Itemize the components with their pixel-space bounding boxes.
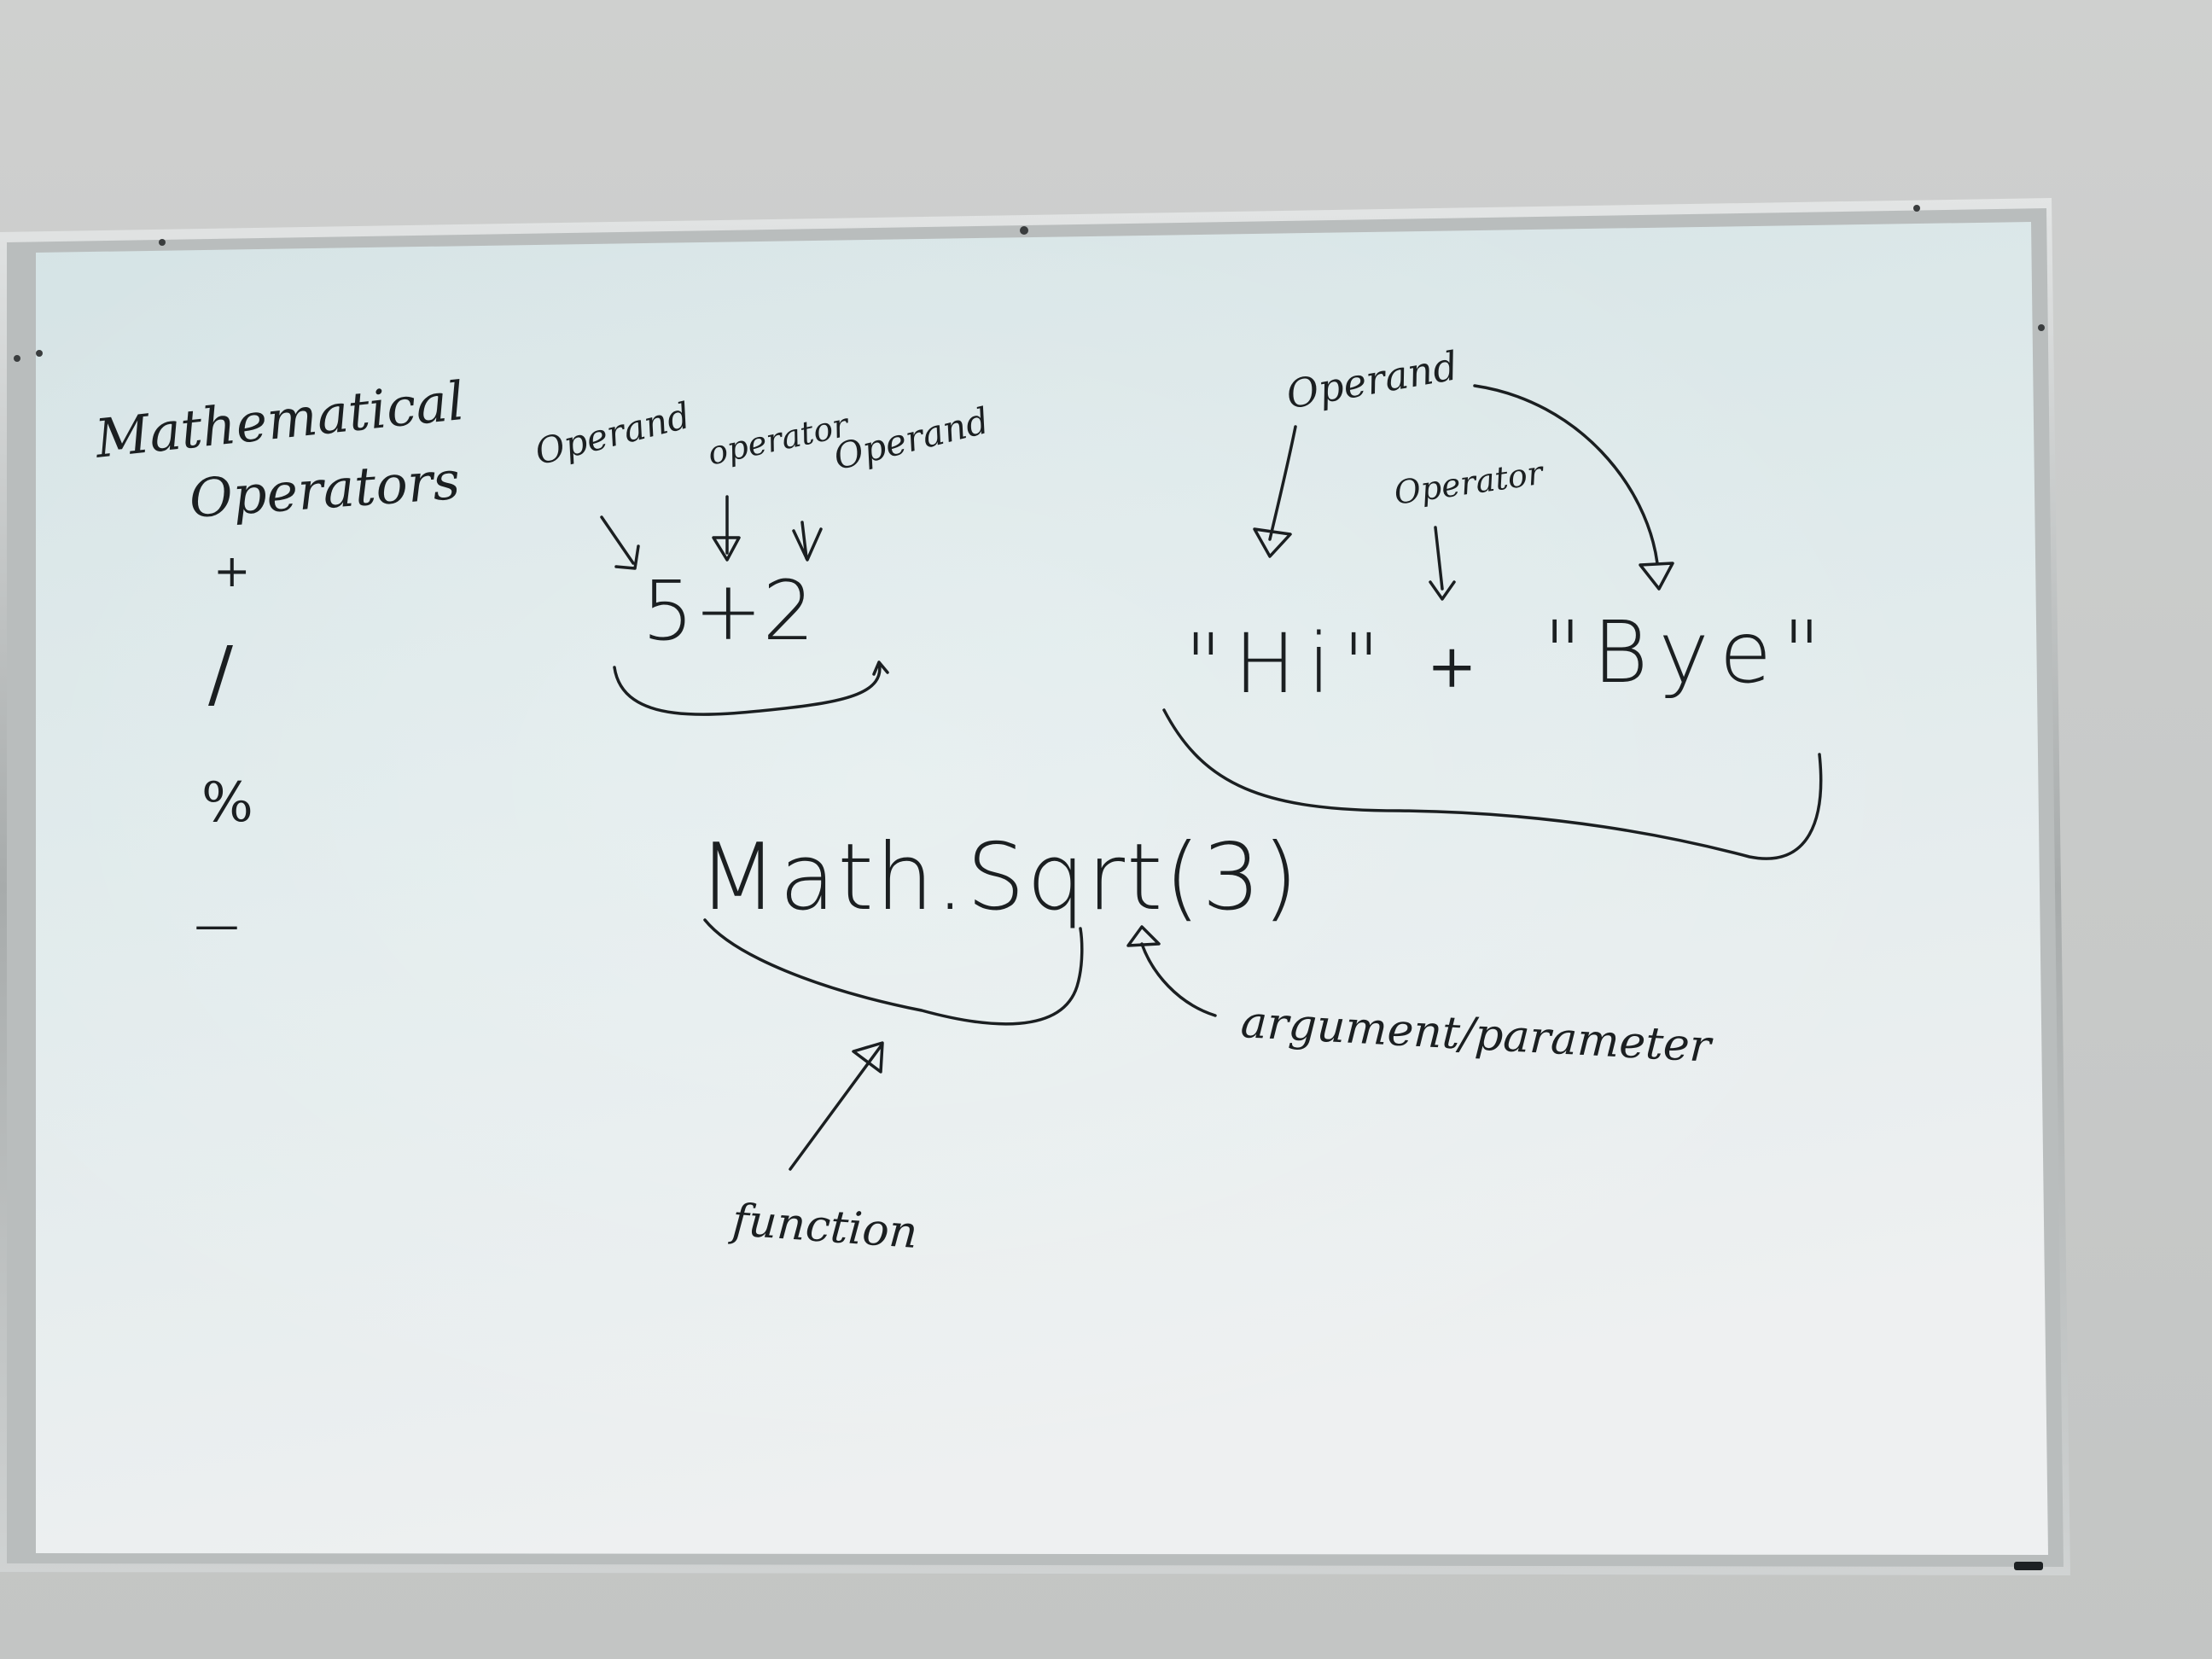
string-plus: + (1427, 632, 1477, 701)
expression-five-plus-two: 5+2 (642, 563, 815, 659)
marker-on-tray (2014, 1562, 2043, 1570)
arrow-operand-to-hi-icon (1253, 425, 1297, 558)
brace-function-name (703, 918, 1084, 1026)
string-bye: "Bye" (1543, 602, 1832, 702)
arrow-function-icon (789, 1041, 884, 1171)
arrow-operand-right-icon (792, 521, 823, 562)
brace-numeric-expression (613, 661, 889, 716)
string-hi: "Hi" (1185, 616, 1393, 712)
expression-math-sqrt: Math.Sqrt(3) (698, 824, 1301, 931)
whiteboard-surface (36, 222, 2048, 1555)
arrow-argument-icon (1126, 925, 1217, 1017)
operator-plus: + (213, 546, 251, 597)
ink-strokes (600, 384, 1823, 1171)
arrow-operand-to-bye-icon (1473, 384, 1674, 591)
operator-modulo: % (201, 771, 253, 835)
arrow-operator-numeric-icon (712, 495, 741, 562)
arrow-operator-string-icon (1429, 526, 1456, 601)
brace-string-expression (1162, 708, 1823, 860)
frame-screws (14, 205, 2045, 362)
operator-minus: — (195, 899, 239, 951)
arrow-operand-left-icon (600, 515, 640, 570)
operator-divide: / (208, 632, 233, 717)
